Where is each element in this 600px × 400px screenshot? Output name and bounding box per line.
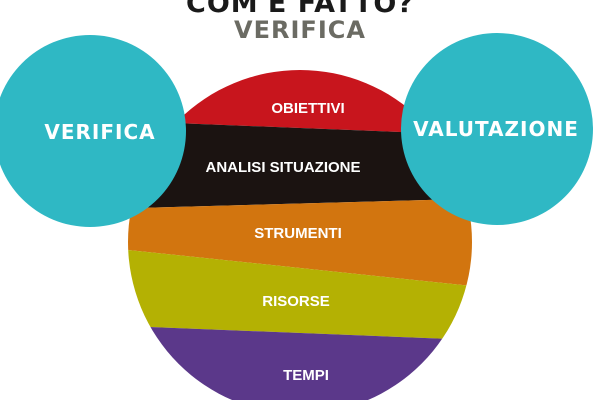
left-circle [0, 35, 186, 227]
band-label-tempi: TEMPI [283, 367, 329, 384]
band-label-risorse: RISORSE [262, 293, 330, 310]
left-circle-label: VERIFICA [44, 120, 155, 144]
band-label-strumenti: STRUMENTI [254, 225, 342, 242]
title-line1: COM'È FATTO? [186, 0, 414, 19]
band-strumenti [128, 198, 472, 289]
right-circle-label: VALUTAZIONE [413, 117, 579, 141]
right-circle [401, 33, 593, 225]
band-label-obiettivi: OBIETTIVI [271, 100, 344, 117]
band-analisi-situazione [128, 120, 472, 209]
title-line2: VERIFICA [234, 16, 366, 44]
band-risorse [128, 247, 472, 341]
band-label-analisi-situazione: ANALISI SITUAZIONE [205, 159, 360, 176]
